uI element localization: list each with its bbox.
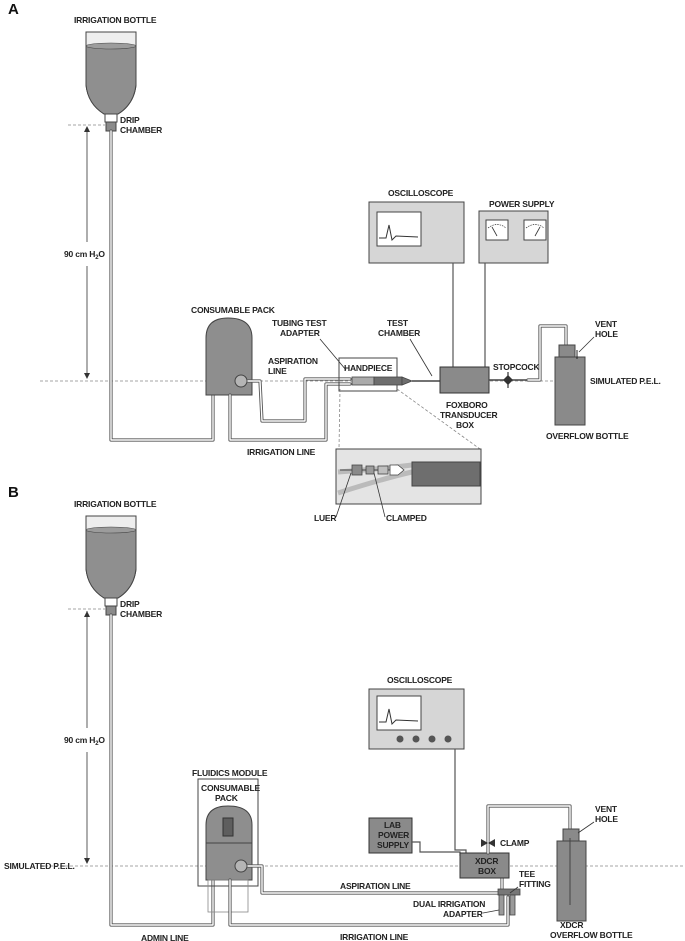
lab-power-supply-label-3: SUPPLY [377, 840, 410, 850]
admin-line-label: ADMIN LINE [141, 933, 189, 941]
vent-hole-label-a-1: VENT [595, 319, 618, 329]
handpiece-label: HANDPIECE [344, 363, 393, 373]
consumable-pack-a: CONSUMABLE PACK [191, 305, 276, 396]
xdcr-box: XDCR BOX [459, 852, 510, 879]
drip-chamber-label-2: CHAMBER [120, 125, 162, 135]
height-tail-b: O [98, 735, 105, 745]
height-label-a: 90 cm H [64, 249, 95, 259]
overflow-bottle-label: OVERFLOW BOTTLE [546, 431, 629, 441]
vent-hole-label-b-1: VENT [595, 804, 618, 814]
lab-power-supply: LAB POWER SUPPLY [368, 817, 413, 854]
dual-irrigation-adapter-label-2: ADAPTER [443, 909, 483, 919]
dual-irrigation-adapter-label-1: DUAL IRRIGATION [413, 899, 485, 909]
drip-chamber-label-b-1: DRIP [120, 599, 140, 609]
consumable-pack-label-b-1: CONSUMABLE [201, 783, 260, 793]
stopcock-label: STOPCOCK [493, 362, 540, 372]
irrigation-bottle-b: IRRIGATION BOTTLE [74, 499, 157, 616]
height-label-b: 90 cm H [64, 735, 95, 745]
vent-hole-label-a-2: HOLE [595, 329, 618, 339]
simulated-pel-label-a: SIMULATED P.E.L. [590, 376, 661, 386]
height-sub-b: 2 [95, 741, 99, 747]
clamp-label: CLAMP [500, 838, 530, 848]
consumable-pack-label: CONSUMABLE PACK [191, 305, 276, 315]
tee-fitting [497, 888, 521, 916]
svg-text:90 cm H2O: 90 cm H2O [64, 249, 105, 261]
irrigation-bottle-label-b: IRRIGATION BOTTLE [74, 499, 157, 509]
irrigation-line-label-a: IRRIGATION LINE [247, 447, 316, 457]
panel-a-letter: A [8, 1, 19, 18]
aspiration-line-label-1: ASPIRATION [268, 356, 318, 366]
luer-label: LUER [314, 513, 336, 523]
fluidics-module-label: FLUIDICS MODULE [192, 768, 268, 778]
tee-fitting-label-1: TEE [519, 869, 535, 879]
overflow-bottle-a: OVERFLOW BOTTLE [546, 344, 629, 441]
simulated-pel-label-b: SIMULATED P.E.L. [4, 861, 75, 871]
xdcr-box-label-1: XDCR [475, 856, 498, 866]
xdcr-box-label-2: BOX [478, 866, 496, 876]
foxboro-label-3: BOX [456, 420, 474, 430]
tee-fitting-label-2: FITTING [519, 879, 551, 889]
handpiece-detail-inset: LUER CLAMPED [314, 448, 482, 523]
fluidics-module: FLUIDICS MODULE CONSUMABLE PACK [192, 768, 268, 913]
foxboro-transducer-box: FOXBORO TRANSDUCER BOX [439, 366, 498, 430]
height-tail-a: O [98, 249, 105, 259]
power-supply-a: POWER SUPPLY [478, 199, 555, 264]
oscilloscope-a: OSCILLOSCOPE [368, 188, 465, 264]
panel-b-letter: B [8, 484, 19, 501]
oscilloscope-b: OSCILLOSCOPE [368, 675, 465, 750]
foxboro-label-2: TRANSDUCER [440, 410, 498, 420]
svg-text:90 cm H2O: 90 cm H2O [64, 735, 105, 747]
oscilloscope-label-a: OSCILLOSCOPE [388, 188, 454, 198]
clamped-label: CLAMPED [386, 513, 427, 523]
aspiration-line-label-b: ASPIRATION LINE [340, 881, 411, 891]
test-chamber-label-1: TEST [387, 318, 409, 328]
oscilloscope-label-b: OSCILLOSCOPE [387, 675, 453, 685]
consumable-pack-label-b-2: PACK [215, 793, 239, 803]
test-chamber-label-2: CHAMBER [378, 328, 420, 338]
irrigation-line-label-b: IRRIGATION LINE [340, 932, 409, 941]
height-sub-a: 2 [95, 255, 99, 261]
stopcock-a [503, 372, 513, 388]
lab-power-supply-label-1: LAB [384, 820, 401, 830]
drip-chamber-label-b-2: CHAMBER [120, 609, 162, 619]
clamp-b [481, 839, 495, 847]
panel-a: A IRRIGATION BOTTLE DRIP CHAMBER 90 cm H… [8, 1, 661, 523]
panel-b: B IRRIGATION BOTTLE DRIP CHAMBER 90 cm H… [4, 484, 685, 941]
vent-hole-label-b-2: HOLE [595, 814, 618, 824]
lab-power-supply-label-2: POWER [378, 830, 409, 840]
xdcr-overflow-bottle: XDCR OVERFLOW BOTTLE [550, 828, 633, 940]
tubing-test-adapter-label-1: TUBING TEST [272, 318, 327, 328]
handpiece-a: HANDPIECE [338, 357, 414, 392]
irrigation-bottle-label: IRRIGATION BOTTLE [74, 15, 157, 25]
power-supply-label-a: POWER SUPPLY [489, 199, 555, 209]
foxboro-label-1: FOXBORO [446, 400, 488, 410]
irrigation-bottle-a: IRRIGATION BOTTLE [74, 15, 157, 132]
xdcr-overflow-bottle-label-2: OVERFLOW BOTTLE [550, 930, 633, 940]
drip-chamber-label-1: DRIP [120, 115, 140, 125]
xdcr-overflow-bottle-label-1: XDCR [560, 920, 583, 930]
tubing-test-adapter-label-2: ADAPTER [280, 328, 320, 338]
aspiration-line-label-2: LINE [268, 366, 287, 376]
